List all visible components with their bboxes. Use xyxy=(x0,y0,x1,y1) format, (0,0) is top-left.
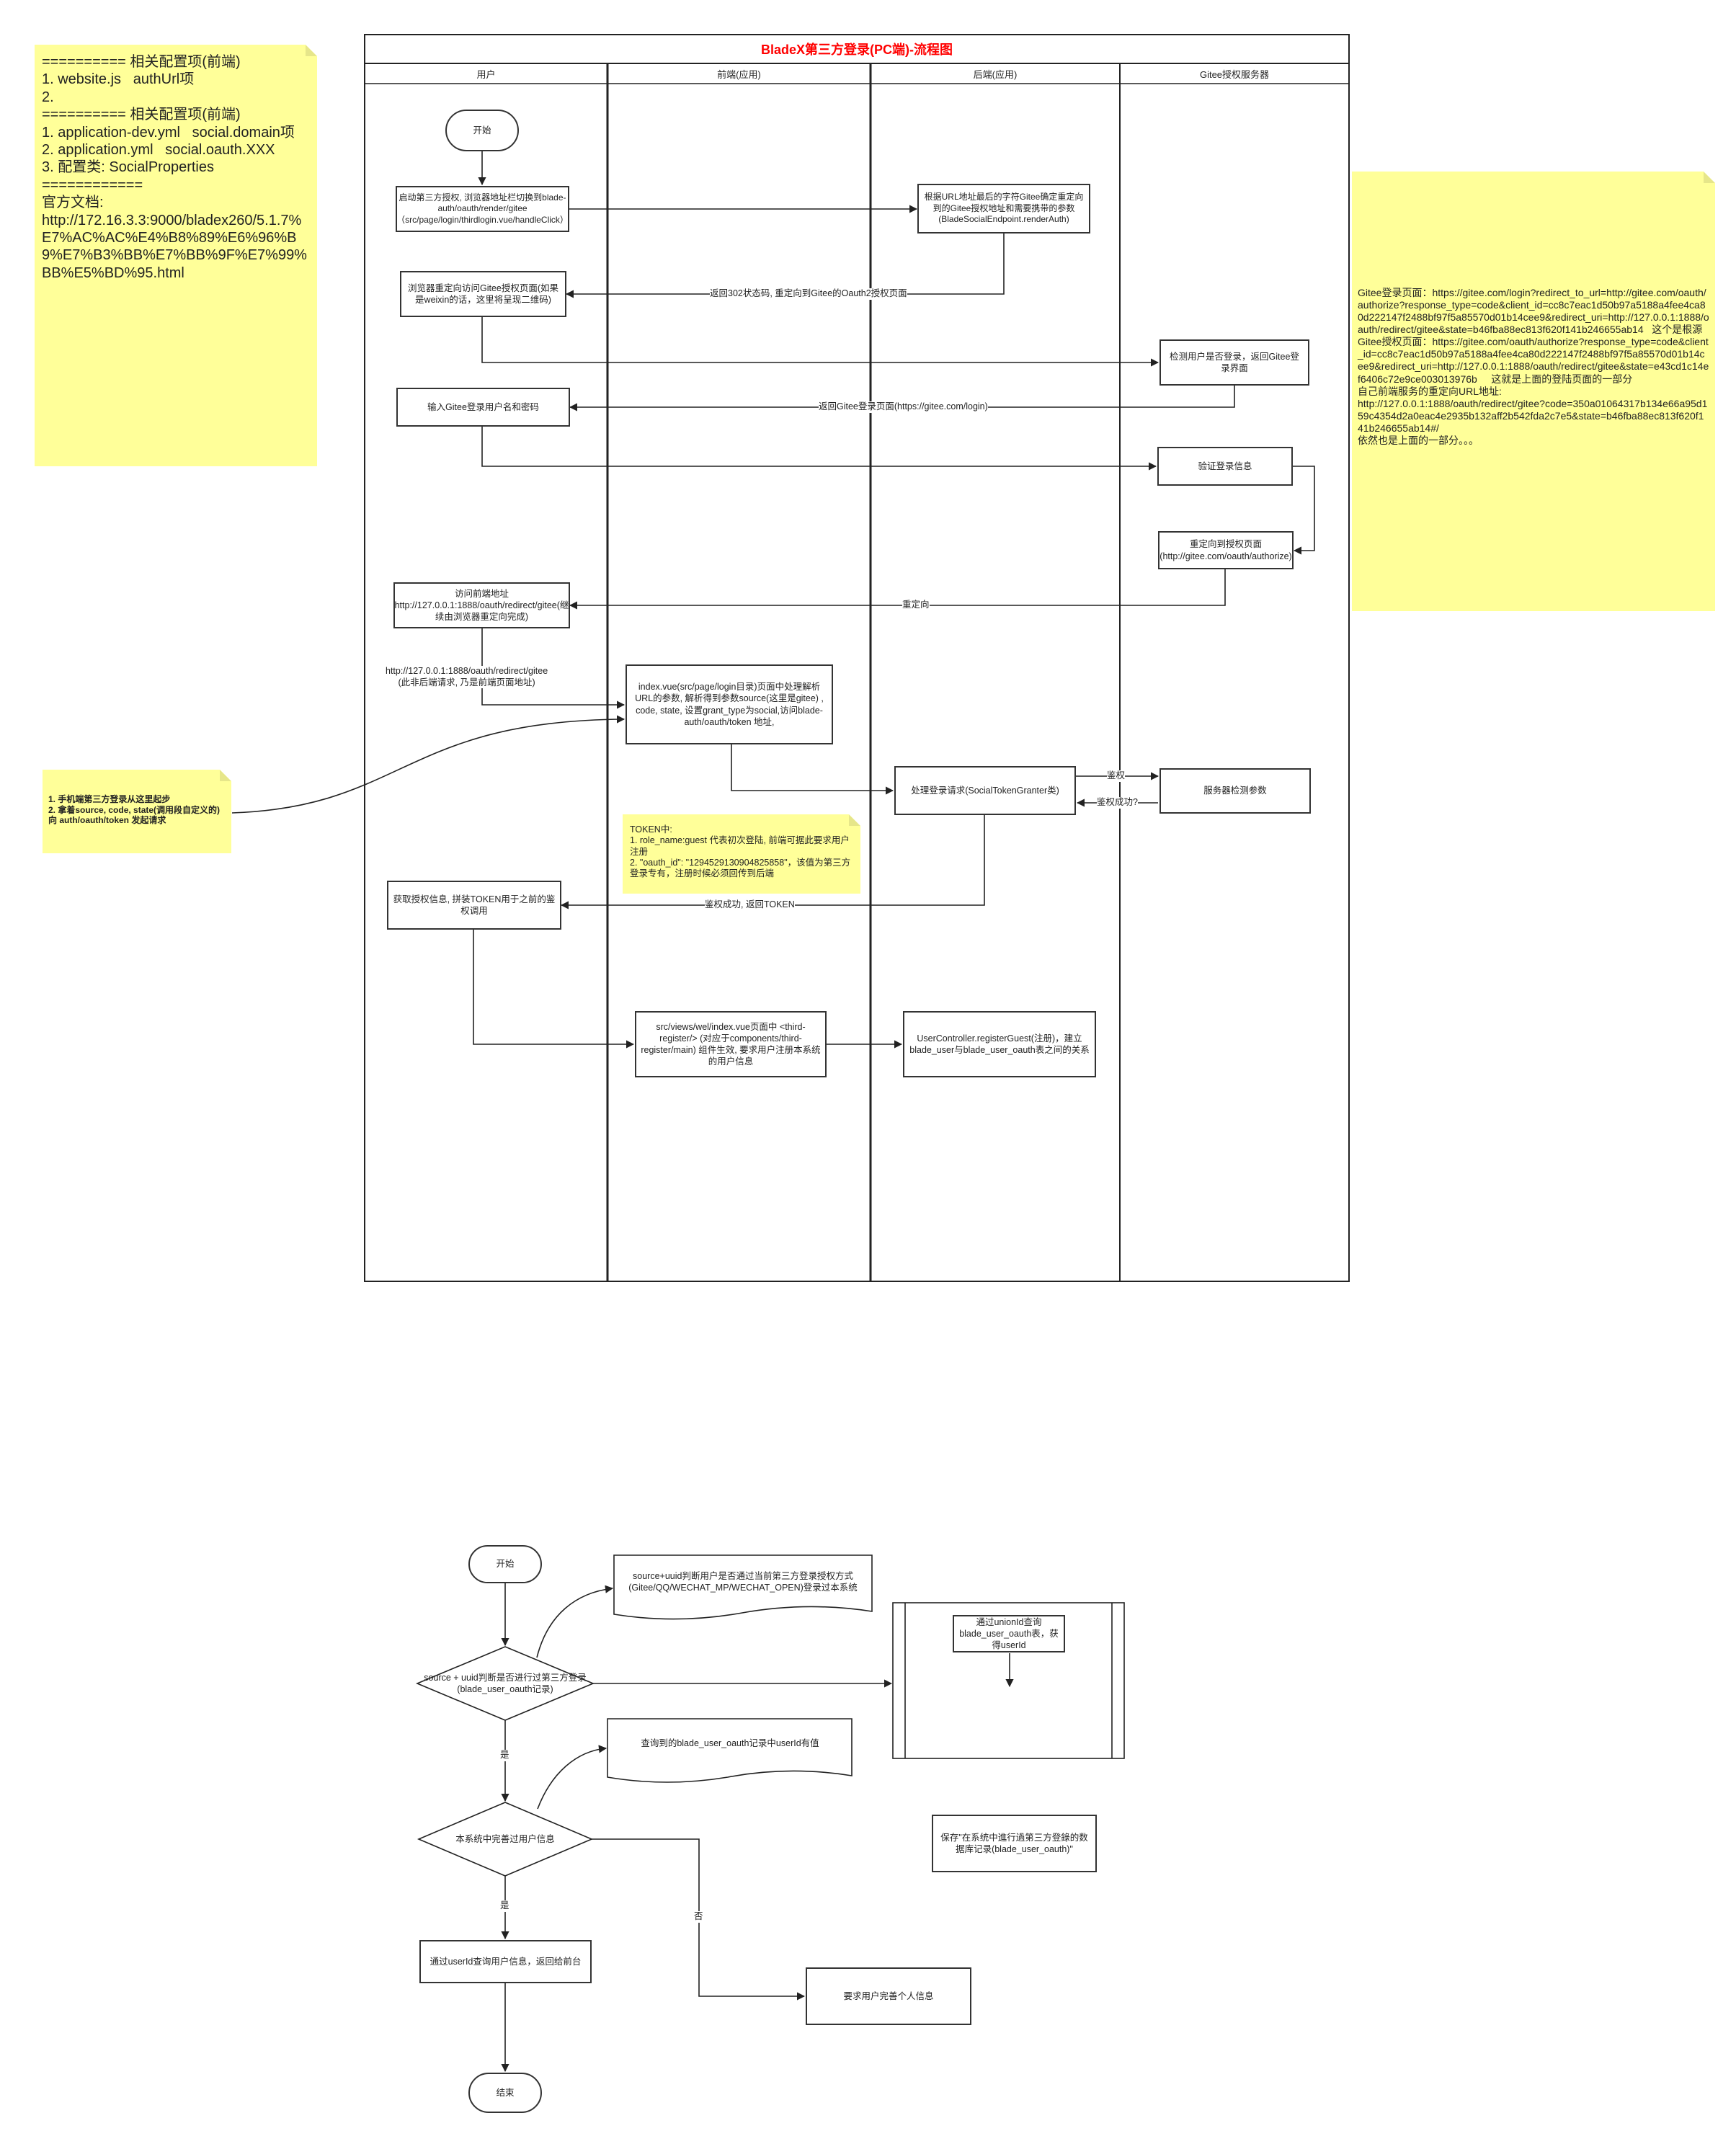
f2-sub-inner[interactable]: 通过unionId查询blade_user_oauth表，获得userId xyxy=(953,1615,1065,1652)
label-auth-ok-q: 鉴权成功? xyxy=(1097,797,1138,809)
f2-doc2: 查询到的blade_user_oauth记录中userId有值 xyxy=(641,1738,819,1748)
f2-node-end[interactable]: 结束 xyxy=(468,2073,542,2113)
edge-to-gitee-check xyxy=(481,317,1159,367)
node-gitee-check-login[interactable]: 检测用户是否登录，返回Gitee登录界面 xyxy=(1159,339,1309,386)
label-return-login: 返回Gitee登录页面(https://gitee.com/login) xyxy=(819,401,988,413)
f2-query-user[interactable]: 通过userId查询用户信息，返回给前台 xyxy=(419,1940,592,1983)
token-note: TOKEN中: 1. role_name:guest 代表初次登陆, 前端可据此… xyxy=(623,814,860,894)
f2-decision1[interactable]: source + uuid判断是否进行过第三方登录(blade_user_oau… xyxy=(424,1672,587,1694)
node-user-input[interactable]: 输入Gitee登录用户名和密码 xyxy=(396,388,570,427)
edge-return-token xyxy=(560,815,985,909)
diagram-title: BladeX第三方登录(PC端)-流程图 xyxy=(760,43,953,57)
node-user-start-auth[interactable]: 启动第三方授权, 浏览器地址栏切换到blade-auth/oauth/rende… xyxy=(396,186,569,232)
label-redirect: 重定向 xyxy=(902,600,930,611)
f2-edge-doc2 xyxy=(537,1745,607,1810)
node-start[interactable]: 开始 xyxy=(445,110,519,151)
lane-header-gitee: Gitee授权服务器 xyxy=(1199,68,1270,80)
node-gitee-check-params[interactable]: 服务器检测参数 xyxy=(1159,768,1311,814)
f2-label-no2: 否 xyxy=(694,1911,703,1923)
label-auth-ok-token: 鉴权成功, 返回TOKEN xyxy=(705,899,795,911)
f2-save-note[interactable]: 保存"在系统中進行過第三方登錄的数据库记录(blade_user_oauth)" xyxy=(932,1815,1097,1872)
f2-decision2[interactable]: 本系统中完善过用户信息 xyxy=(455,1833,555,1844)
label-frontend-url: http://127.0.0.1:1888/oauth/redirect/git… xyxy=(386,666,548,689)
edge-to-verify xyxy=(481,427,1157,471)
edge-to-backend-process xyxy=(731,744,894,795)
edge-return-302 xyxy=(565,233,1005,298)
config-note: ========== 相关配置项(前端) 1. website.js authU… xyxy=(35,45,317,466)
node-backend-render[interactable]: 根据URL地址最后的字符Gitee确定重定向到的Gitee授权地址和需要携带的参… xyxy=(917,184,1090,233)
swimlane-frame xyxy=(364,34,1350,1282)
edge-mobile-note xyxy=(231,715,626,814)
node-gitee-redirect-auth[interactable]: 重定向到授权页面 (http://gitee.com/oauth/authori… xyxy=(1158,531,1294,569)
node-user-visit-frontend[interactable]: 访问前端地址 http://127.0.0.1:1888/oauth/redir… xyxy=(393,582,570,628)
doc1-shape xyxy=(613,1554,873,1620)
mobile-note: 1. 手机端第三方登录从这里起步 2. 拿着source, code, stat… xyxy=(43,770,231,853)
label-auth: 鉴权 xyxy=(1107,770,1126,782)
node-frontend-register[interactable]: src/views/wel/index.vue页面中 <third-regist… xyxy=(635,1011,827,1077)
f2-doc1: source+uuid判断用户是否通过当前第三方登录授权方式(Gitee/QQ/… xyxy=(628,1570,858,1593)
edge-redirect xyxy=(569,569,1226,610)
node-backend-process[interactable]: 处理登录请求(SocialTokenGranter类) xyxy=(894,766,1076,815)
edge-to-frontend-index xyxy=(481,628,626,709)
f2-node-start[interactable]: 开始 xyxy=(468,1545,542,1583)
f2-edge-doc1 xyxy=(536,1585,614,1658)
lane-header-frontend: 前端(应用) xyxy=(717,68,761,80)
edge-verify-to-redirect xyxy=(1293,466,1315,555)
edge-to-frontend-register xyxy=(473,930,635,1049)
lane-header-backend: 后端(应用) xyxy=(973,68,1018,80)
node-user-get-auth[interactable]: 获取授权信息, 拼装TOKEN用于之前的鉴权调用 xyxy=(387,881,561,930)
label-return-302: 返回302状态码, 重定向到Gitee的Oauth2授权页面 xyxy=(710,288,907,300)
node-browser-redirect[interactable]: 浏览器重定向访问Gitee授权页面(如果是weixin的话，这里将呈现二维码) xyxy=(400,271,566,317)
gitee-url-note: Gitee登录页面：https://gitee.com/login?redire… xyxy=(1352,172,1715,611)
f2-label-yes2: 是 xyxy=(500,1900,509,1912)
lane-header-user: 用户 xyxy=(476,68,496,80)
edge-return-login xyxy=(569,386,1235,411)
f2-require-info[interactable]: 要求用户完善个人信息 xyxy=(806,1967,971,2025)
node-gitee-verify[interactable]: 验证登录信息 xyxy=(1157,447,1293,486)
node-backend-register[interactable]: UserController.registerGuest(注册)，建立blade… xyxy=(903,1011,1096,1077)
doc2-shape xyxy=(607,1718,853,1783)
node-frontend-index[interactable]: index.vue(src/page/login目录)页面中处理解析URL的参数… xyxy=(626,664,833,744)
f2-label-yes1: 是 xyxy=(500,1750,509,1761)
